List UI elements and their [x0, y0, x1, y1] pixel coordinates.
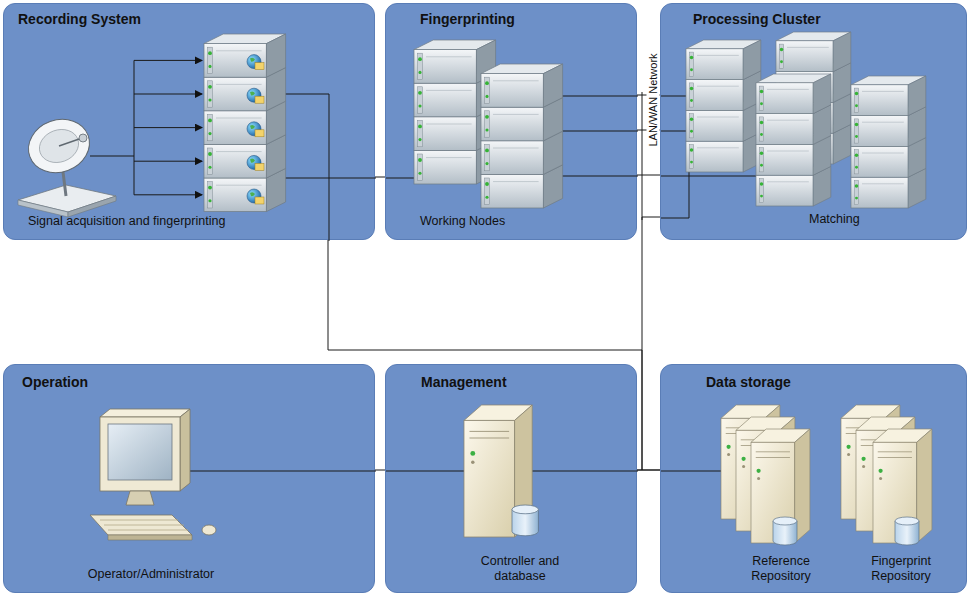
- panel-text: Working Nodes: [420, 214, 505, 229]
- panel: Processing ClusterMatching: [660, 3, 967, 240]
- network-connector: [375, 470, 385, 471]
- server-illustration: [4, 4, 374, 239]
- panel-heading: Recording System: [18, 11, 141, 28]
- panel-text: Matching: [809, 212, 860, 227]
- panel-text: Operator/Administrator: [61, 567, 241, 582]
- server-illustration: [4, 365, 374, 592]
- panel: Data storageReference Repository Fingerpr…: [660, 364, 967, 593]
- panel-heading: Processing Cluster: [693, 11, 821, 28]
- panel-heading: Data storage: [706, 374, 791, 391]
- panel: ManagementController and database: [385, 364, 637, 593]
- panel: OperationOperator/Administrator: [3, 364, 375, 593]
- panel-text: Reference Repository: [731, 554, 831, 584]
- server-illustration: [386, 4, 636, 239]
- panel: FingerprintingWorking Nodes: [385, 3, 637, 240]
- panel-text: Controller and database: [465, 554, 575, 584]
- network-connector: [375, 177, 385, 178]
- panel-text: Fingerprint Repository: [849, 554, 953, 584]
- panel-text: Signal acquisition and fingerprinting: [28, 214, 225, 229]
- panel: Recording SystemSignal acquisition and f…: [3, 3, 375, 240]
- server-illustration: [661, 4, 966, 239]
- network-label: LAN/WAN Network: [647, 51, 660, 148]
- panel-heading: Fingerprinting: [420, 11, 515, 28]
- panel-heading: Management: [421, 374, 507, 391]
- panel-heading: Operation: [22, 374, 88, 391]
- network-connector: [642, 217, 660, 470]
